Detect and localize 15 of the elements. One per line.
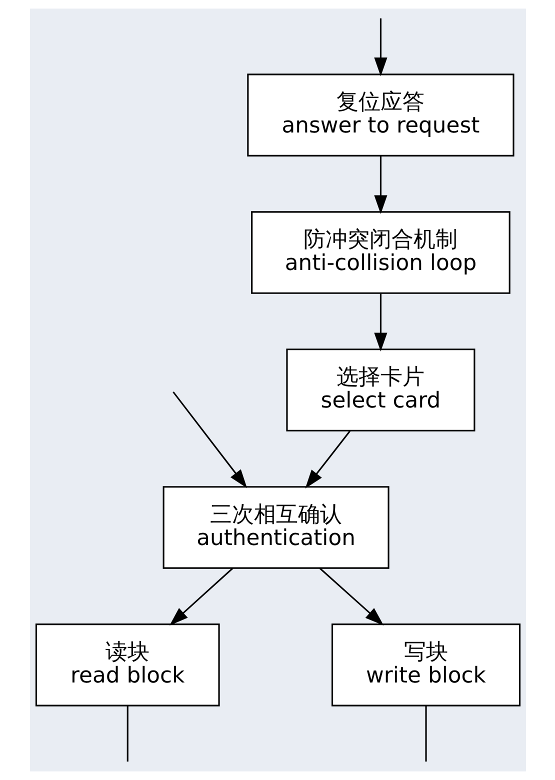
connector <box>424 706 426 762</box>
connector <box>126 706 128 762</box>
arrow <box>318 568 384 626</box>
node-box: 选择卡片 select card <box>286 348 475 432</box>
arrow <box>304 430 350 488</box>
node-box: 防冲突闭合机制 anti-collision loop <box>250 211 510 294</box>
arrow <box>169 568 233 626</box>
arrow <box>374 156 387 214</box>
node-box: 读块 read block <box>34 624 220 706</box>
node-box: 复位应答 answer to request <box>246 74 514 156</box>
arrow <box>374 294 387 352</box>
node-box: 写块 write block <box>331 624 520 706</box>
node-box: 三次相互确认 authentication <box>162 486 389 569</box>
arrow <box>172 391 247 488</box>
arrow <box>374 18 387 76</box>
